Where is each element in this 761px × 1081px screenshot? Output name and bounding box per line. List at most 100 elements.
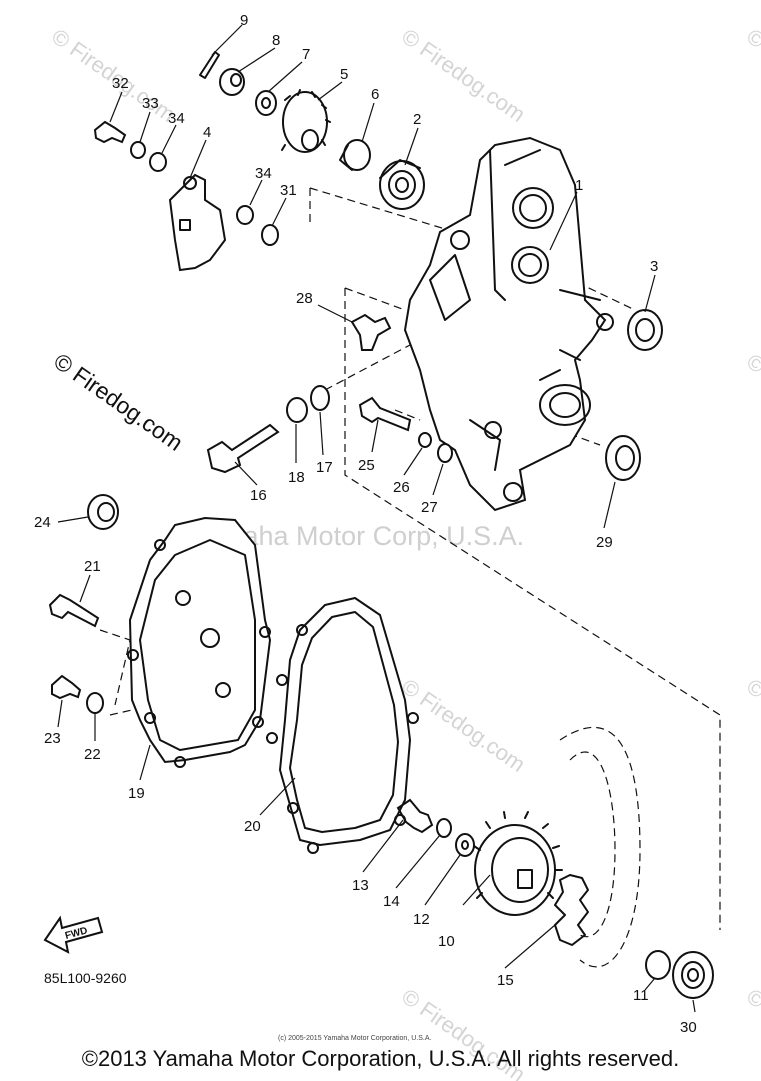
alignment-line — [394, 409, 421, 421]
leader-line — [57, 516, 89, 523]
part-14-washer — [436, 818, 452, 838]
callout-23: 23 — [44, 730, 61, 747]
part-6-collar — [339, 139, 371, 171]
leader-line — [395, 834, 441, 889]
callout-8: 8 — [272, 32, 280, 49]
leader-line — [404, 127, 419, 166]
callout-34: 34 — [168, 110, 185, 127]
callout-10: 10 — [438, 933, 455, 950]
callout-25: 25 — [358, 457, 375, 474]
watermark-site: © Firedog.com — [49, 348, 188, 456]
watermark-site: © Firedog.com — [742, 24, 761, 127]
part-32-bolt — [93, 120, 127, 144]
leader-line — [644, 977, 656, 991]
callout-12: 12 — [413, 911, 430, 928]
callout-3: 3 — [650, 258, 658, 275]
part-21-bolt — [48, 593, 100, 628]
callout-19: 19 — [128, 785, 145, 802]
part-18-nut — [286, 397, 308, 423]
part-24-collar — [87, 494, 119, 530]
leader-line — [234, 461, 258, 486]
part-16-bolt — [206, 423, 280, 474]
leader-line — [259, 777, 296, 816]
callout-29: 29 — [596, 534, 613, 551]
part-28-fitting — [350, 313, 392, 351]
part-34-washer — [149, 152, 167, 172]
part-13-bolt — [396, 798, 434, 834]
leader-line — [211, 24, 243, 56]
callout-7: 7 — [302, 46, 310, 63]
leader-line — [462, 874, 491, 906]
callout-13: 13 — [352, 877, 369, 894]
callout-30: 30 — [680, 1019, 697, 1036]
leader-line — [267, 61, 303, 93]
callout-14: 14 — [383, 893, 400, 910]
part-4-bracket — [168, 173, 227, 272]
leader-line — [57, 699, 63, 728]
fine-print: (c) 2005-2015 Yamaha Motor Corporation, … — [278, 1035, 431, 1042]
part-7-washer — [255, 90, 277, 116]
fwd-arrow: FWD — [43, 915, 104, 954]
callout-15: 15 — [497, 972, 514, 989]
leader-line — [549, 191, 578, 251]
diagram-code: 85L100-9260 — [44, 970, 127, 986]
leader-line — [139, 744, 151, 781]
callout-26: 26 — [393, 479, 410, 496]
callout-2: 2 — [413, 111, 421, 128]
part-29-seal — [605, 435, 641, 481]
leader-line — [161, 124, 177, 154]
leader-line — [361, 102, 375, 143]
callout-17: 17 — [316, 459, 333, 476]
callout-11: 11 — [633, 987, 649, 1004]
callout-18: 18 — [288, 469, 305, 486]
callout-21: 21 — [84, 558, 101, 575]
callout-27: 27 — [421, 499, 438, 516]
leader-line — [424, 854, 461, 906]
leader-line — [249, 179, 263, 206]
part-20-gasket — [266, 597, 419, 854]
callout-33: 33 — [142, 95, 159, 112]
alignment-line — [324, 344, 411, 391]
part-11-collar — [645, 950, 671, 980]
leader-line — [237, 47, 276, 73]
leader-line — [644, 274, 656, 313]
part-26-washer — [418, 432, 432, 448]
callout-16: 16 — [250, 487, 267, 504]
part-17-washer — [310, 385, 330, 411]
watermark-site: © Firedog.com — [742, 674, 761, 777]
part-1-case — [403, 136, 614, 512]
leader-line — [139, 111, 151, 143]
part-10-sprocket — [473, 811, 563, 916]
leader-line — [504, 924, 556, 969]
callout-28: 28 — [296, 290, 313, 307]
leader-line — [603, 481, 616, 529]
callout-22: 22 — [84, 746, 101, 763]
alignment-line — [344, 287, 406, 311]
callout-20: 20 — [244, 818, 261, 835]
part-12-washer — [455, 833, 475, 857]
part-25-bolt — [358, 396, 412, 432]
callout-1: 1 — [575, 177, 583, 194]
leader-line — [317, 81, 343, 101]
part-9-cotter-pin — [199, 51, 220, 79]
leader-line — [319, 411, 324, 456]
leader-line — [79, 574, 91, 603]
callout-layer: 1 2 3 4 5 6 7 8 9 10 11 12 13 14 15 16 1… — [34, 12, 697, 1036]
leader-line — [109, 91, 123, 123]
copyright-notice: ©2013 Yamaha Motor Corporation, U.S.A. A… — [81, 1046, 680, 1071]
part-33-washer — [130, 141, 146, 159]
part-15-chain — [554, 726, 641, 968]
part-19-cover — [127, 516, 272, 768]
alignment-line — [344, 288, 721, 930]
callout-4: 4 — [203, 124, 211, 141]
callout-32: 32 — [112, 75, 129, 92]
part-30-bearing — [672, 951, 714, 999]
part-34-washer — [236, 205, 254, 225]
callout-5: 5 — [340, 66, 348, 83]
callout-31: 31 — [280, 182, 297, 199]
leader-line — [317, 304, 353, 323]
leader-lines — [57, 24, 696, 1013]
leader-line — [403, 447, 423, 476]
watermark-site: © Firedog.com — [397, 674, 530, 777]
part-27-washer — [437, 443, 453, 463]
